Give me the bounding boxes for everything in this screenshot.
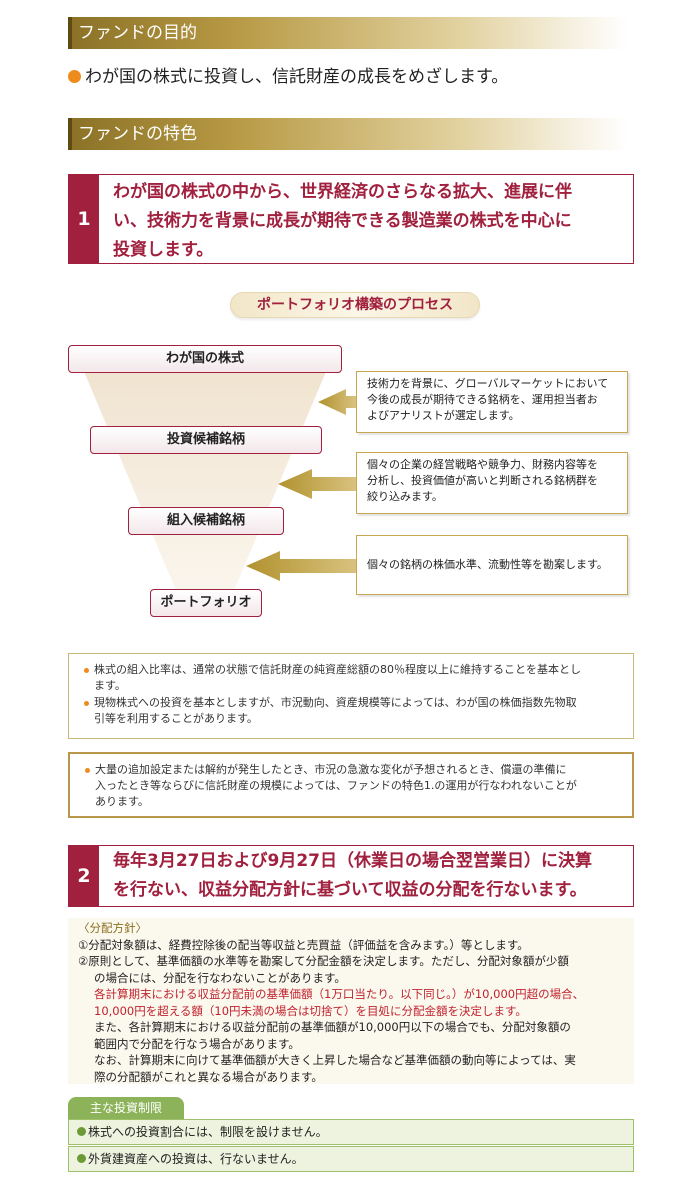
stage-inclusion-candidates: 組入候補銘柄	[128, 507, 284, 535]
note-line: 引等を利用することがあります。	[94, 712, 258, 725]
distribution-red-line: 各計算期末における収益分配前の基準価額（1万口当たり。以下同じ。）が10,000…	[94, 987, 585, 1001]
process-note-1: 技術力を背景に、グローバルマーケットにおいて 今後の成長が期待できる銘柄を、運用…	[356, 371, 628, 433]
note-line: 絞り込みます。	[367, 490, 443, 503]
stage-japanese-stocks: わが国の株式	[68, 345, 342, 373]
note-line: 大量の追加設定または解約が発生したとき、市況の急激な変化が予想されるとき、償還の…	[95, 763, 567, 776]
distribution-item-2-cont: の場合には、分配を行なわないことがあります。	[94, 970, 346, 985]
funnel-shape	[80, 362, 330, 600]
section-header-purpose: ファンドの目的	[68, 17, 628, 49]
process-note-3: 個々の銘柄の株価水準、流動性等を勘案します。	[356, 535, 628, 595]
section-header-features: ファンドの特色	[68, 118, 628, 150]
process-title: ポートフォリオ構築のプロセス	[230, 292, 480, 318]
distribution-more-line: 範囲内で分配を行なう場合があります。	[94, 1036, 300, 1051]
notes-box-1: 株式の組入比率は、通常の状態で信託財産の純資産総額の80％程度以上に維持すること…	[68, 653, 634, 739]
note-bullet-item: 現物株式への投資を基本としますが、市況動向、資産規模等によっては、わが国の株価指…	[83, 695, 621, 727]
restriction-row-1: 株式への投資割合には、制限を設けません。	[68, 1119, 634, 1145]
stage-investment-candidates: 投資候補銘柄	[90, 426, 322, 454]
restriction-row-2: 外貨建資産への投資は、行ないません。	[68, 1146, 634, 1172]
feature-2-line: を行ない、収益分配方針に基づいて収益の分配を行ないます。	[113, 880, 587, 900]
note-line: 個々の銘柄の株価水準、流動性等を勘案します。	[367, 558, 608, 571]
section-header-features-label: ファンドの特色	[78, 124, 197, 144]
distribution-title: 〈分配方針〉	[78, 921, 147, 935]
funnel-graphic	[80, 362, 356, 600]
note-line: 技術力を背景に、グローバルマーケットにおいて	[367, 377, 609, 390]
note-line: 株式の組入比率は、通常の状態で信託財産の純資産総額の80％程度以上に維持すること…	[94, 663, 581, 676]
note-bullet-item: 株式の組入比率は、通常の状態で信託財産の純資産総額の80％程度以上に維持すること…	[83, 662, 621, 694]
feature-1-number: 1	[69, 175, 99, 263]
section-header-purpose-label: ファンドの目的	[78, 23, 197, 43]
bullet-dot-icon	[77, 1154, 86, 1163]
feature-1-line: わが国の株式の中から、世界経済のさらなる拡大、進展に伴	[113, 182, 572, 202]
distribution-item-2: ②原則として、基準価額の水準等を勘案して分配金額を決定します。ただし、分配対象額…	[78, 954, 569, 968]
bullet-dot-icon	[77, 1127, 86, 1136]
arrow-3-icon	[246, 551, 356, 581]
note-bullet-item: 大量の追加設定または解約が発生したとき、市況の急激な変化が予想されるとき、償還の…	[84, 762, 620, 810]
note-line: 今後の成長が期待できる銘柄を、運用担当者お	[367, 393, 598, 406]
arrow-1-icon	[318, 389, 356, 415]
feature-1-line: 投資します。	[113, 240, 214, 260]
feature-2-box: 2 毎年3月27日および9月27日（休業日の場合翌営業日）に決算 を行ない、収益…	[68, 845, 634, 907]
distribution-more-line: なお、計算期末に向けて基準価額が大きく上昇した場合など基準価額の動向等によっては…	[94, 1053, 576, 1067]
feature-2-line: 毎年3月27日および9月27日（休業日の場合翌営業日）に決算	[113, 851, 592, 871]
feature-2-text: 毎年3月27日および9月27日（休業日の場合翌営業日）に決算 を行ない、収益分配…	[99, 846, 633, 906]
bullet-dot-icon	[68, 70, 81, 83]
note-line: 現物株式への投資を基本としますが、市況動向、資産規模等によっては、わが国の株価指…	[94, 696, 577, 709]
note-line: 個々の企業の経営戦略や競争力、財務内容等を	[367, 458, 598, 471]
arrow-2-icon	[278, 469, 356, 499]
note-line: よびアナリストが選定します。	[367, 409, 520, 422]
distribution-more-line: また、各計算期末における収益分配前の基準価額が10,000円以下の場合でも、分配…	[94, 1020, 571, 1034]
feature-1-text: わが国の株式の中から、世界経済のさらなる拡大、進展に伴 い、技術力を背景に成長が…	[99, 175, 633, 268]
notes-box-2: 大量の追加設定または解約が発生したとき、市況の急激な変化が予想されるとき、償還の…	[68, 752, 634, 818]
note-line: ます。	[94, 679, 126, 692]
distribution-item-1: ①分配対象額は、経費控除後の配当等収益と売買益（評価益を含みます。）等とします。	[78, 937, 529, 952]
purpose-text: わが国の株式に投資し、信託財産の成長をめざします。	[85, 67, 509, 87]
feature-1-box: 1 わが国の株式の中から、世界経済のさらなる拡大、進展に伴 い、技術力を背景に成…	[68, 174, 634, 264]
stage-portfolio: ポートフォリオ	[150, 589, 262, 617]
distribution-policy: 〈分配方針〉 ①分配対象額は、経費控除後の配当等収益と売買益（評価益を含みます。…	[68, 918, 634, 1084]
restriction-text: 株式への投資割合には、制限を設けません。	[88, 1125, 328, 1139]
purpose-statement: わが国の株式に投資し、信託財産の成長をめざします。	[68, 62, 508, 87]
feature-1-line: い、技術力を背景に成長が期待できる製造業の株式を中心に	[113, 211, 572, 231]
distribution-more-line: 際の分配額がこれと異なる場合があります。	[94, 1069, 323, 1084]
feature-2-number: 2	[69, 846, 99, 906]
restrictions-title: 主な投資制限	[68, 1097, 184, 1119]
restriction-text: 外貨建資産への投資は、行ないません。	[88, 1152, 304, 1166]
note-line: 入ったとき等ならびに信託財産の規模によっては、ファンドの特色1.の運用が行なわれ…	[95, 779, 577, 792]
process-note-2: 個々の企業の経営戦略や競争力、財務内容等を 分析し、投資価値が高いと判断される銘…	[356, 452, 628, 514]
note-line: 分析し、投資価値が高いと判断される銘柄群を	[367, 474, 598, 487]
note-line: あります。	[95, 795, 149, 808]
distribution-red-line: 10,000円を超える額（10円未満の場合は切捨て）を目処に分配金額を決定します…	[94, 1003, 527, 1018]
